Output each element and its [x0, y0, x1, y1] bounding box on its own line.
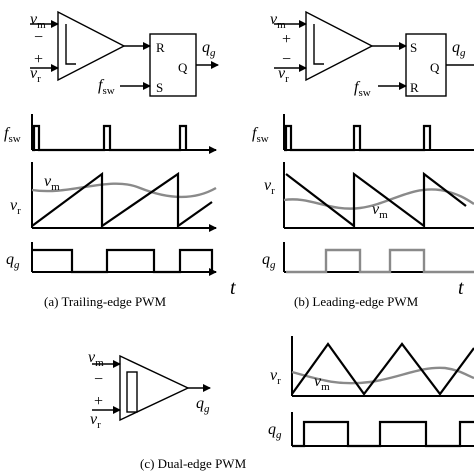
panel-dual: vm − + vr qg vr vm qg (c) Dual-edge PWM — [88, 336, 474, 471]
svg-text:vr: vr — [270, 367, 281, 387]
trailing-comparator: vm − + vr — [30, 10, 151, 85]
dual-triangle-carrier — [291, 342, 474, 396]
leading-vm-wave — [283, 188, 474, 210]
leading-clock-pulses — [284, 124, 432, 152]
svg-text:qg: qg — [262, 251, 276, 271]
svg-text:vm: vm — [30, 11, 46, 31]
leading-vm-label: v — [270, 11, 278, 28]
svg-text:vr: vr — [90, 411, 101, 431]
dual-wave-vr: v — [270, 367, 278, 384]
trailing-vm-label: v — [30, 11, 38, 28]
dual-qg-out: q — [196, 395, 204, 412]
svg-text:vm: vm — [314, 373, 330, 393]
dual-vm-wave — [291, 366, 474, 385]
leading-time-label: t — [458, 277, 464, 299]
trailing-wave-qg: q — [6, 251, 14, 268]
leading-latch: S Q R fsw qg — [354, 33, 474, 99]
trailing-latch-r: R — [156, 40, 165, 55]
svg-text:fsw: fsw — [252, 125, 269, 145]
leading-wave-vr: v — [264, 177, 272, 194]
svg-text:fsw: fsw — [354, 79, 371, 99]
trailing-ramp — [31, 171, 213, 229]
dual-caption: (c) Dual-edge PWM — [140, 456, 247, 471]
dual-vr-label: v — [90, 411, 98, 428]
svg-text:vr: vr — [10, 197, 21, 217]
svg-text:fsw: fsw — [4, 125, 21, 145]
dual-comparator: vm − + vr qg — [88, 349, 211, 431]
panel-trailing: vm − + vr R Q S fsw qg fsw vm vr — [4, 10, 236, 309]
trailing-wave-vm: v — [44, 173, 52, 190]
svg-text:vr: vr — [264, 177, 275, 197]
svg-text:fsw: fsw — [98, 77, 115, 97]
svg-text:qg: qg — [452, 39, 466, 59]
dual-wave-qg: q — [268, 421, 276, 438]
trailing-clock-pulses — [32, 124, 188, 152]
trailing-output-pulses — [32, 248, 214, 274]
svg-text:vm: vm — [372, 201, 388, 221]
leading-plus-sign: + — [282, 31, 291, 48]
leading-qg-out: q — [452, 39, 460, 56]
leading-ramp — [285, 171, 467, 229]
trailing-wave-vr: v — [10, 197, 18, 214]
leading-waveforms: fsw vm vr qg t — [252, 114, 474, 299]
leading-minus-sign: − — [282, 51, 291, 68]
dual-wave-vm: v — [314, 373, 322, 390]
trailing-vm-wave — [31, 182, 217, 199]
trailing-qg-out: q — [202, 39, 210, 56]
leading-caption: (b) Leading-edge PWM — [294, 294, 419, 309]
leading-wave-vm: v — [372, 201, 380, 218]
leading-comparator: vm + − vr — [270, 10, 407, 85]
panel-leading: vm + − vr S Q R fsw qg fsw vm vr — [252, 10, 474, 309]
leading-wave-qg: q — [262, 251, 270, 268]
leading-latch-r: R — [410, 80, 419, 95]
svg-text:vm: vm — [270, 11, 286, 31]
dual-vm-label: v — [88, 349, 96, 366]
trailing-vr-label: v — [30, 65, 38, 82]
leading-vr-label: v — [278, 65, 286, 82]
trailing-time-label: t — [230, 277, 236, 299]
leading-wave-fsw: f — [252, 125, 259, 142]
dual-minus-sign: − — [94, 371, 103, 388]
trailing-plus-sign: + — [34, 51, 43, 68]
svg-text:vm: vm — [44, 173, 60, 193]
trailing-latch-s: S — [156, 80, 163, 95]
svg-text:vm: vm — [88, 349, 104, 369]
dual-output-pulses — [292, 420, 474, 448]
dual-plus-sign: + — [94, 393, 103, 410]
svg-text:qg: qg — [268, 421, 282, 441]
svg-text:vr: vr — [278, 65, 289, 85]
leading-latch-q: Q — [430, 60, 440, 75]
svg-text:qg: qg — [196, 395, 210, 415]
trailing-caption: (a) Trailing-edge PWM — [44, 294, 166, 309]
leading-latch-s: S — [410, 40, 417, 55]
svg-text:qg: qg — [202, 39, 216, 59]
trailing-latch: R Q S fsw qg — [98, 33, 219, 97]
dual-waveforms: vr vm qg — [268, 336, 474, 448]
trailing-wave-fsw: f — [4, 125, 11, 142]
leading-fsw-label: f — [354, 79, 361, 96]
trailing-fsw-label: f — [98, 77, 105, 94]
trailing-waveforms: fsw vm vr qg t — [4, 114, 236, 299]
leading-output-pulses — [286, 248, 474, 274]
trailing-minus-sign: − — [34, 29, 43, 46]
svg-text:qg: qg — [6, 251, 20, 271]
trailing-latch-q: Q — [178, 60, 188, 75]
svg-text:vr: vr — [30, 65, 41, 85]
